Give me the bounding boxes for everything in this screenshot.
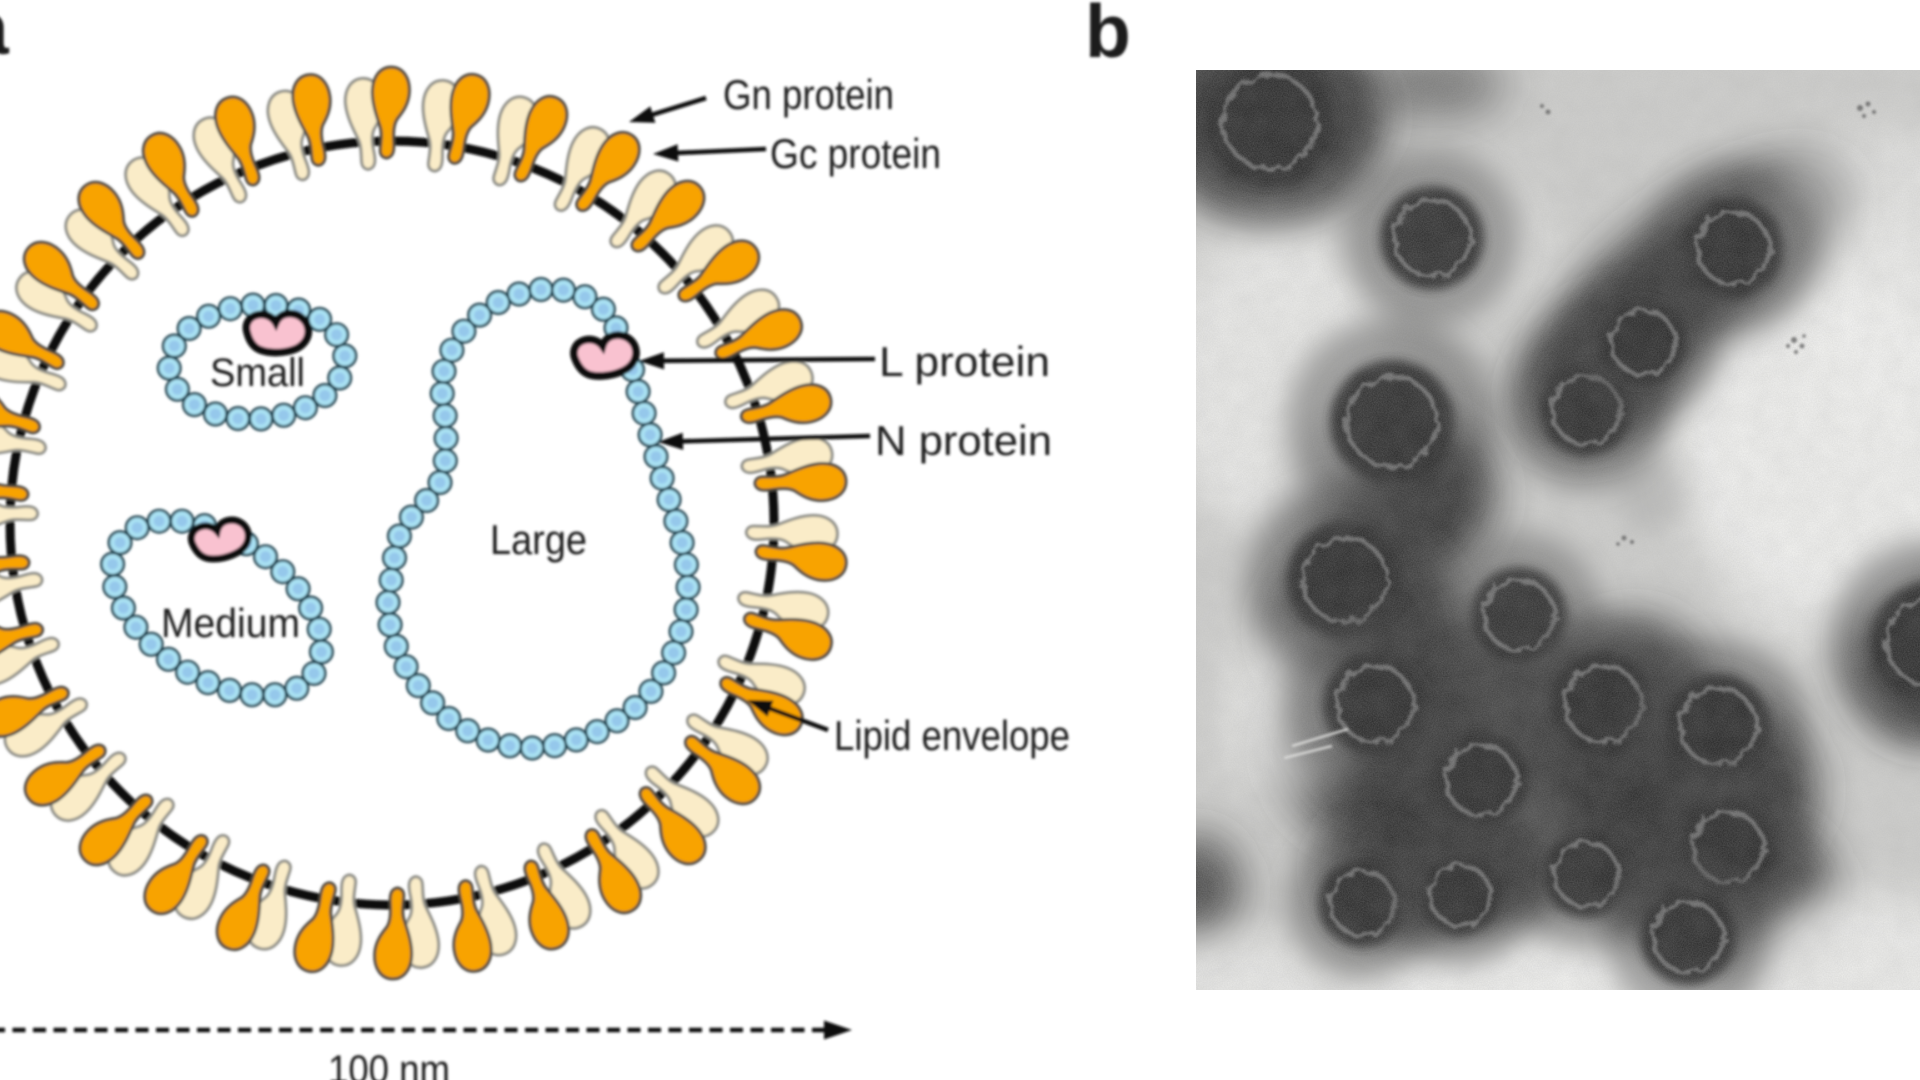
svg-text:Small: Small <box>210 351 305 395</box>
svg-text:Gc protein: Gc protein <box>770 130 941 177</box>
svg-text:L protein: L protein <box>879 338 1050 385</box>
svg-text:b: b <box>1085 0 1131 73</box>
svg-text:Large: Large <box>490 516 587 563</box>
svg-text:100 nm: 100 nm <box>328 1048 450 1080</box>
svg-text:a: a <box>0 0 10 70</box>
svg-text:Gn protein: Gn protein <box>723 71 894 118</box>
svg-text:N protein: N protein <box>875 417 1052 464</box>
svg-text:Medium: Medium <box>161 600 300 646</box>
svg-text:Lipid envelope: Lipid envelope <box>834 712 1070 759</box>
